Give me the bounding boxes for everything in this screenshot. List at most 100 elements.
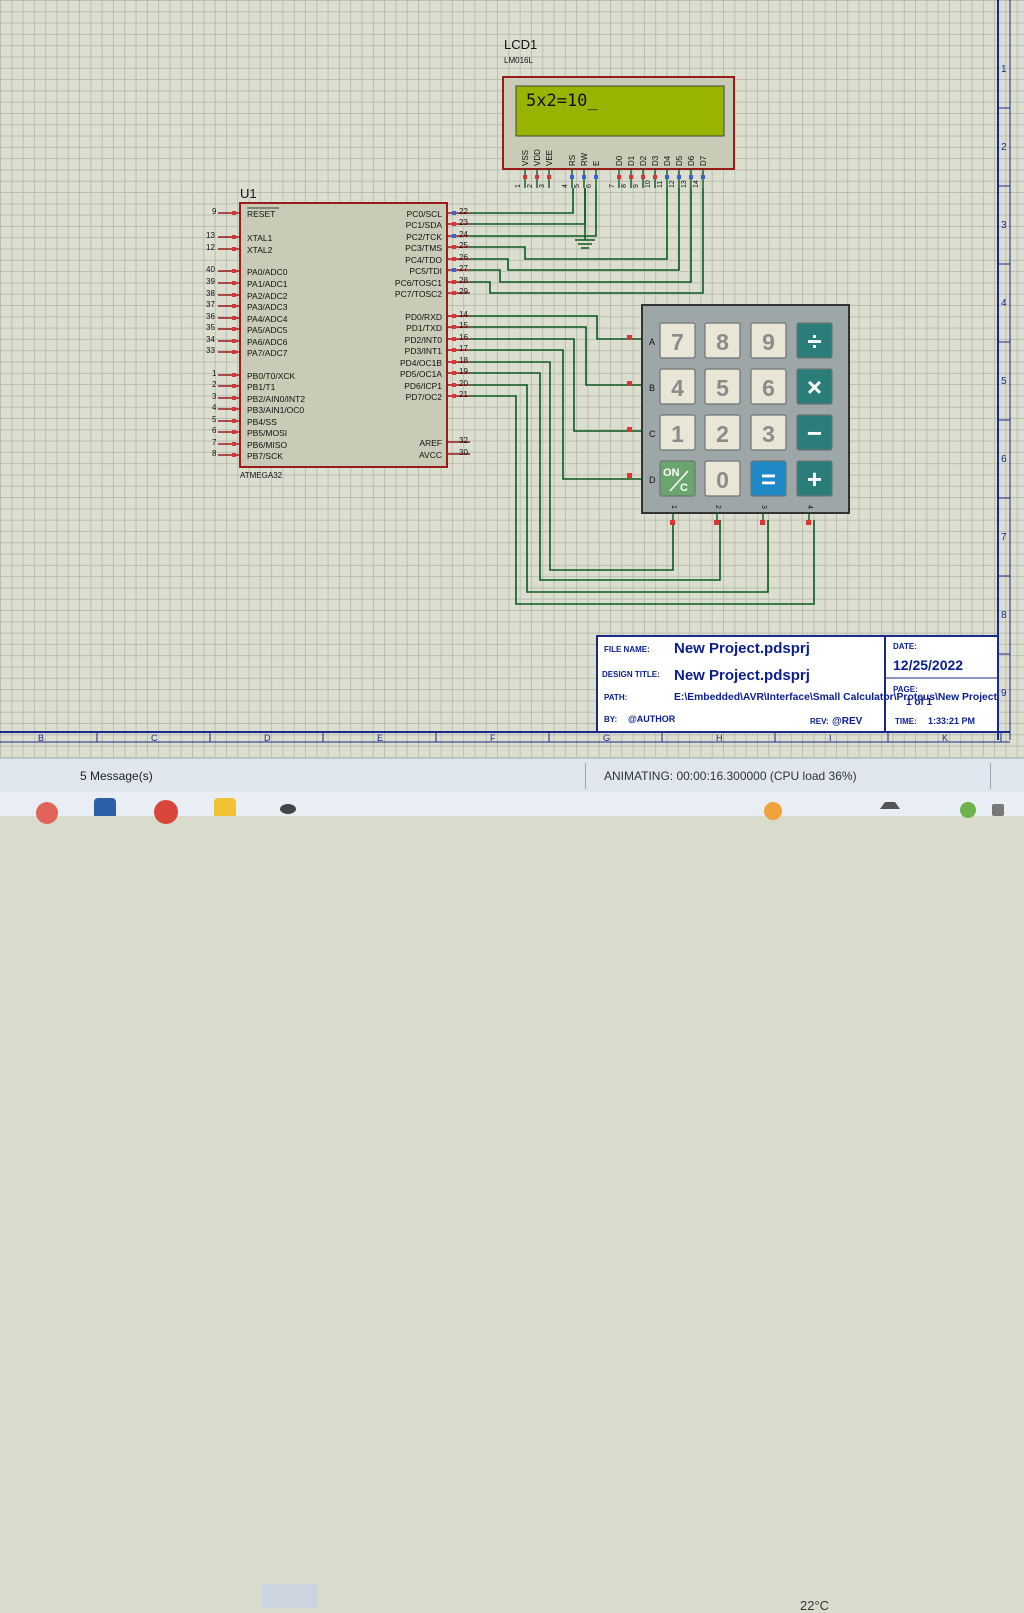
tray-icon[interactable] (960, 802, 976, 818)
key-4-button[interactable]: 4 (659, 368, 696, 405)
mcu-pin-state (452, 291, 456, 295)
date-value: 12/25/2022 (893, 657, 963, 673)
tray-icon[interactable] (992, 804, 1004, 816)
key-0-button[interactable]: 0 (704, 460, 741, 497)
chevron-up-icon[interactable] (880, 802, 900, 809)
taskbar-app-icon[interactable] (36, 802, 58, 824)
mcu-pin-name: AVCC (419, 450, 442, 460)
wire (470, 326, 642, 386)
key-face (750, 414, 787, 451)
weather-temp: 22°C (800, 1598, 830, 1613)
col-marker: C (151, 733, 158, 743)
lcd-component[interactable]: LCD1 LM016L 5x2=10_ VSS1VDD2VEE3RS4RW5E6… (502, 37, 735, 249)
taskbar-active-app[interactable] (262, 1584, 318, 1608)
key-face (704, 414, 741, 451)
key-6-button[interactable]: 6 (750, 368, 787, 405)
lcd-part-label: LM016L (504, 56, 533, 65)
row-marker: 1 (1001, 64, 1007, 75)
row-marker: 7 (1001, 532, 1007, 543)
lcd-pin-name: D2 (639, 155, 648, 166)
mcu-pin-number: 16 (459, 333, 468, 342)
lcd-pin-name: E (592, 161, 601, 166)
key-divide-button[interactable]: ÷ (796, 322, 833, 359)
mcu-pin-number: 21 (459, 390, 468, 399)
key-label: 3 (762, 421, 775, 447)
mcu-pin-state (232, 442, 236, 446)
mcu-pin-number: 22 (459, 207, 468, 216)
mcu-pin-state (452, 337, 456, 341)
row-marker: 6 (1001, 454, 1007, 465)
mcu-pin-name: PB3/AIN1/OC0 (247, 405, 304, 415)
mcu-pin-state (232, 269, 236, 273)
key-face (659, 322, 696, 359)
key-5-button[interactable]: 5 (704, 368, 741, 405)
row-marker: 4 (1001, 298, 1007, 309)
keypad-col-label: 3 (760, 505, 767, 509)
keypad-row-state (627, 427, 632, 432)
key-label: 7 (671, 329, 684, 355)
status-messages[interactable]: 5 Message(s) (80, 769, 153, 783)
key-7-button[interactable]: 7 (659, 322, 696, 359)
mcu-pin-state (232, 453, 236, 457)
chrome-icon[interactable] (154, 800, 178, 824)
mcu-pin-state (232, 247, 236, 251)
lcd-pin-state (523, 175, 527, 179)
key-equals-button[interactable]: = (750, 460, 787, 497)
lcd-pin-number: 10 (645, 180, 652, 188)
mcu-pin-number: 6 (212, 426, 217, 435)
mcu-body (239, 202, 448, 468)
mcu-pin-number: 28 (459, 276, 468, 285)
mcu-pin-number: 17 (459, 344, 468, 353)
wire (470, 188, 680, 271)
wire (470, 372, 721, 581)
page-value: 1 of 1 (906, 697, 933, 708)
key-9-button[interactable]: 9 (750, 322, 787, 359)
mcu-pin-state (452, 257, 456, 261)
mcu-pin-name: PA6/ADC6 (247, 337, 288, 347)
mcu-pin-name: PB5/MOSI (247, 428, 287, 438)
key-minus-button[interactable]: − (796, 414, 833, 451)
key-1-button[interactable]: 1 (659, 414, 696, 451)
mcu-pin-name: PA0/ADC0 (247, 267, 288, 277)
key-label: 9 (762, 329, 775, 355)
mcu-part-label: ATMEGA32 (240, 471, 283, 480)
lcd-pin-number: 9 (633, 184, 640, 188)
design-title-value: New Project.pdsprj (674, 667, 810, 684)
lcd-pin-name: RS (568, 155, 577, 166)
key-plus-button[interactable]: + (796, 460, 833, 497)
key-2-button[interactable]: 2 (704, 414, 741, 451)
key-8-button[interactable]: 8 (704, 322, 741, 359)
proteus-icon[interactable] (280, 804, 296, 814)
mcu-pin-number: 20 (459, 379, 468, 388)
keypad-col-state (670, 520, 675, 525)
col-marker: D (264, 733, 271, 743)
mcu-pin-name: XTAL1 (247, 233, 273, 243)
lcd-pin-number: 7 (609, 184, 616, 188)
lcd-pin-state (594, 175, 598, 179)
wires (470, 188, 815, 605)
taskbar-mail-icon[interactable] (94, 798, 116, 816)
lcd-pin-state (665, 175, 669, 179)
mcu-pin-state (452, 222, 456, 226)
keypad-row-label: B (649, 383, 655, 393)
key-on-c-button[interactable]: ONC (659, 460, 696, 497)
lcd-pin-name: D3 (651, 155, 660, 166)
key-multiply-button[interactable]: × (796, 368, 833, 405)
lcd-pin-state (570, 175, 574, 179)
key-label: − (807, 418, 822, 448)
mcu-ref-label: U1 (240, 186, 257, 201)
mcu-pin-name: PC4/TDO (405, 255, 442, 265)
key-label: 2 (716, 421, 729, 447)
mcu-pin-number: 7 (212, 438, 217, 447)
lcd-pin-name: D6 (687, 155, 696, 166)
mcu-pin-state (452, 314, 456, 318)
key-3-button[interactable]: 3 (750, 414, 787, 451)
folder-icon[interactable] (214, 798, 236, 816)
